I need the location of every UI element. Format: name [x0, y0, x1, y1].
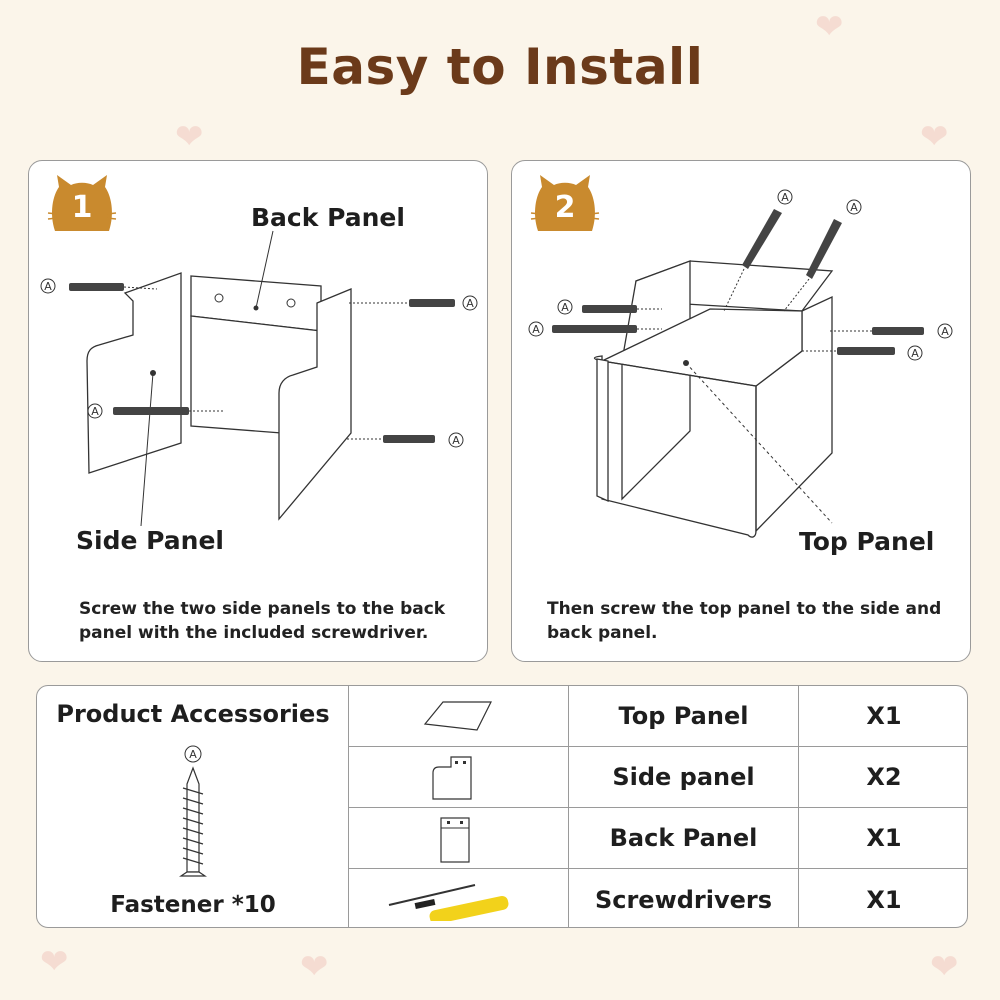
step-1-caption: Screw the two side panels to the back pa…	[79, 599, 446, 643]
step-2-badge: 2	[530, 173, 600, 233]
top-panel-icon	[423, 701, 492, 731]
screw-marker: A	[911, 347, 919, 360]
accessory-name: Top Panel	[569, 686, 799, 746]
back-panel-label: Back Panel	[251, 203, 405, 232]
cat-head-icon	[47, 175, 117, 231]
accessory-row: Top Panel X1	[349, 686, 967, 747]
step-1-badge: 1	[47, 173, 117, 233]
paw-print-icon: ❤	[815, 7, 844, 47]
screw-marker: A	[44, 280, 52, 293]
product-accessories-table: Product Accessories A Fastener *10 Top P…	[36, 685, 968, 928]
top-panel-label: Top Panel	[799, 527, 935, 556]
paw-print-icon: ❤	[920, 117, 949, 157]
accessory-quantity: X1	[866, 885, 902, 914]
cat-head-icon	[530, 175, 600, 231]
accessory-name: Side panel	[569, 747, 799, 807]
accessories-summary: Product Accessories A Fastener *10	[37, 686, 349, 927]
accessory-row: Side panel X2	[349, 747, 967, 808]
back-panel-icon	[440, 817, 470, 863]
step-2-caption: Then screw the top panel to the side and…	[547, 599, 942, 643]
paw-print-icon: ❤	[175, 117, 204, 157]
screw-marker: A	[466, 297, 474, 310]
fastener-screw-icon: A	[179, 745, 207, 877]
fastener-marker: A	[189, 748, 197, 761]
accessory-row: Screwdrivers X1	[349, 869, 967, 927]
accessory-quantity: X1	[866, 702, 902, 730]
screwdriver-icon	[388, 884, 509, 921]
screw-marker: A	[850, 201, 858, 214]
screw-marker: A	[781, 191, 789, 204]
accessory-name: Screwdrivers	[569, 869, 799, 927]
screw-marker: A	[452, 434, 460, 447]
step-1-assembly-diagram: A A A A	[40, 230, 478, 527]
fastener-label: Fastener *10	[110, 892, 276, 918]
paw-print-icon: ❤	[40, 942, 69, 982]
accessory-name: Back Panel	[569, 808, 799, 868]
step-2-assembly-diagram: A A A A A A	[528, 189, 953, 538]
page-title: Easy to Install	[296, 38, 704, 96]
accessory-row: Back Panel X1	[349, 808, 967, 869]
step-2-card: 2	[511, 160, 971, 662]
step-2-number: 2	[554, 190, 576, 225]
side-panel-label: Side Panel	[76, 526, 224, 555]
accessory-quantity: X1	[866, 824, 902, 852]
accessories-heading: Product Accessories	[56, 700, 330, 728]
screw-marker: A	[941, 325, 949, 338]
step-1-number: 1	[71, 190, 93, 225]
step-1-card: 1	[28, 160, 488, 662]
screw-marker: A	[91, 405, 99, 418]
paw-print-icon: ❤	[930, 947, 959, 987]
screw-marker: A	[532, 323, 540, 336]
side-panel-icon	[432, 756, 472, 800]
screw-marker: A	[561, 301, 569, 314]
accessory-quantity: X2	[866, 763, 902, 791]
paw-print-icon: ❤	[300, 947, 329, 987]
